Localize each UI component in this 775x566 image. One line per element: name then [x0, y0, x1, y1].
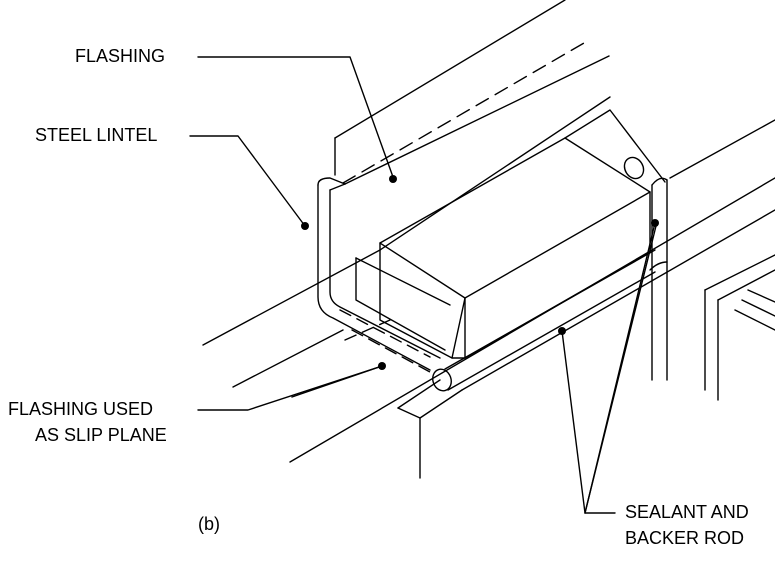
slip-plane-flashing [339, 257, 451, 373]
label-sealant-line2: BACKER ROD [625, 528, 745, 548]
dot-sealant-joint [651, 219, 659, 227]
label-sealant-line1: SEALANT AND [625, 502, 749, 522]
dot-flashing-slip [378, 362, 386, 370]
dot-steel-lintel [301, 222, 309, 230]
steel-lintel-shape [317, 177, 441, 371]
wall-plane-lines [334, 0, 610, 185]
leader-dots [301, 175, 659, 370]
dot-flashing [389, 175, 397, 183]
leader-steel-lintel [189, 135, 306, 227]
leader-flashing [197, 56, 394, 178]
leader-flashing-slip [197, 365, 383, 411]
label-flashing-slip-line1: FLASHING USED [8, 399, 154, 419]
figure-tag: (b) [198, 514, 220, 534]
flashing-dashed-line [342, 42, 585, 184]
label-flashing-slip-line2: AS SLIP PLANE [35, 425, 167, 445]
masonry-unit [379, 137, 651, 359]
leader-lines [189, 56, 658, 514]
background-diagonals [202, 96, 775, 479]
vertical-joint [564, 109, 775, 381]
backer-rod-bottom [432, 249, 656, 392]
lower-right-opening [704, 254, 775, 401]
leader-sealant-3 [584, 221, 658, 514]
leader-flashing-slip-2 [291, 365, 383, 398]
label-flashing: FLASHING [75, 46, 166, 66]
label-steel-lintel: STEEL LINTEL [35, 125, 158, 145]
dot-sealant-bottom [558, 327, 566, 335]
